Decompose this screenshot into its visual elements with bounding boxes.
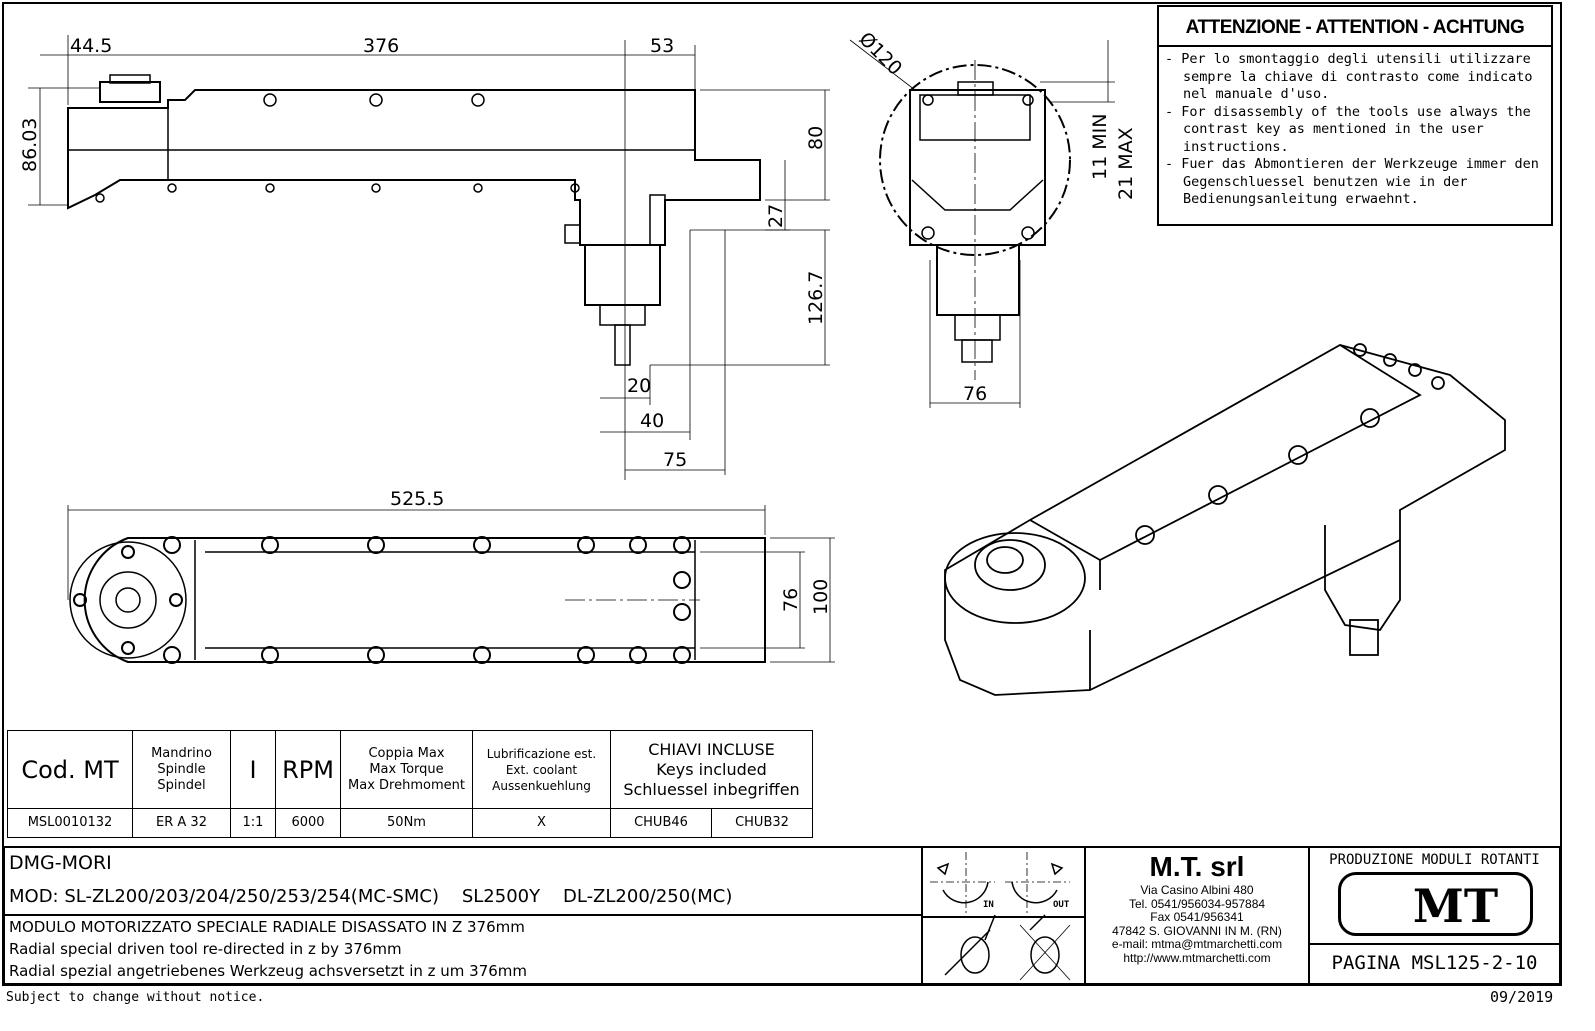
cell-spindle: ER A 32: [132, 808, 231, 838]
side-view: 44.5 376 53 86.03 80 27 126.7 20 40 75: [19, 35, 830, 480]
warning-line-de: - Fuer das Abmontieren der Werkzeuge imm…: [1165, 156, 1548, 207]
warning-line-en: - For disassembly of the tools use alway…: [1165, 103, 1539, 155]
header-keys-de: Schluessel inbegriffen: [623, 779, 800, 799]
cell-torque: 50Nm: [340, 808, 473, 838]
header-coolant-de: Aussenkuehlung: [492, 778, 591, 793]
cell-coolant: X: [472, 808, 611, 838]
description-en: Radial special driven tool re-directed i…: [9, 940, 402, 958]
dim-44-5: 44.5: [70, 35, 112, 57]
cell-key1: CHUB46: [610, 808, 712, 838]
rotation-in-label: IN: [983, 900, 994, 910]
dim-40: 40: [640, 410, 664, 432]
company-web: http://www.mtmarchetti.com: [1123, 950, 1271, 965]
company-fax: Fax 0541/956341: [1150, 910, 1244, 924]
header-spindle-de: Spindel: [157, 777, 206, 793]
company-info: M.T. srl Via Casino Albini 480 Tel. 0541…: [1084, 846, 1310, 985]
warning-line-it: - Per lo smontaggio degli utensili utili…: [1165, 51, 1541, 102]
dim-53: 53: [650, 35, 674, 57]
header-cod: Cod. MT: [7, 730, 133, 809]
dim-86-03: 86.03: [19, 118, 41, 172]
dim-75: 75: [663, 449, 687, 471]
header-coolant-en: Ext. coolant: [505, 762, 578, 777]
header-keys-it: CHIAVI INCLUSE: [648, 739, 775, 759]
company-name: M.T. srl: [1149, 851, 1245, 882]
dim-80: 80: [805, 126, 827, 150]
front-view: Ø120 11 MIN 21 MAX 76: [849, 28, 1137, 408]
dim-21-max: 21 MAX: [1115, 127, 1137, 200]
cell-cod: MSL0010132: [7, 808, 133, 838]
cell-ratio: 1:1: [230, 808, 276, 838]
top-view: 525.5 76 100: [67, 488, 835, 664]
header-rpm: RPM: [275, 730, 341, 809]
header-torque-en: Max Torque: [369, 761, 444, 777]
dim-376: 376: [363, 35, 399, 57]
warning-box: ATTENZIONE - ATTENTION - ACHTUNG - Per l…: [1157, 5, 1553, 226]
title-block-description: DMG-MORI MOD: SL-ZL200/203/204/250/253/2…: [3, 846, 923, 985]
production-panel: PRODUZIONE MODULI ROTANTI MT PAGINA MSL1…: [1308, 846, 1561, 985]
warning-title: ATTENZIONE - ATTENTION - ACHTUNG: [1159, 7, 1551, 47]
header-torque-de: Max Drehmoment: [348, 777, 465, 793]
production-label: PRODUZIONE MODULI ROTANTI: [1329, 852, 1540, 868]
company-tel: Tel. 0541/956034-957884: [1128, 896, 1266, 911]
dim-100: 100: [810, 579, 832, 615]
page-number: PAGINA MSL125-2-10: [1331, 952, 1538, 974]
isometric-view: [944, 343, 1506, 696]
description-de: Radial spezial angetriebenes Werkzeug ac…: [9, 962, 528, 980]
dim-76-top: 76: [780, 588, 802, 612]
dim-525-5: 525.5: [390, 488, 444, 510]
table-row: MSL0010132 ER A 32 1:1 6000 50Nm X CHUB4…: [7, 808, 813, 838]
dim-11-min: 11 MIN: [1089, 114, 1111, 180]
company-city: 47842 S. GIOVANNI IN M. (RN): [1112, 923, 1282, 938]
rotation-icons: [930, 852, 1071, 981]
machine-brand: DMG-MORI: [9, 852, 112, 874]
header-spindle-it: Mandrino: [151, 745, 212, 761]
description-it: MODULO MOTORIZZATO SPECIALE RADIALE DISA…: [9, 918, 525, 936]
rotation-out-label: OUT: [1053, 900, 1070, 910]
machine-models: MOD: SL-ZL200/203/204/250/253/254(MC-SMC…: [9, 886, 733, 907]
header-torque-it: Coppia Max: [368, 745, 445, 761]
cell-key2: CHUB32: [711, 808, 813, 838]
dim-76-front: 76: [963, 383, 987, 405]
company-email: e-mail: mtma@mtmarchetti.com: [1111, 937, 1283, 951]
header-spindle-en: Spindle: [157, 761, 206, 777]
revision-date: 09/2019: [1490, 988, 1554, 1006]
rotation-key-panel: IN OUT: [921, 846, 1086, 985]
header-ratio: I: [230, 730, 276, 809]
company-address: Via Casino Albini 480: [1140, 883, 1254, 897]
dim-diameter-120: Ø120: [854, 28, 906, 80]
sheet-frame: [2, 2, 1562, 986]
disclaimer: Subject to change without notice.: [6, 990, 265, 1005]
header-coolant-it: Lubrificazione est.: [486, 746, 597, 761]
dim-20: 20: [627, 375, 651, 397]
dim-27: 27: [765, 204, 787, 228]
cell-rpm: 6000: [275, 808, 341, 838]
dim-126-7: 126.7: [805, 271, 827, 325]
header-keys-en: Keys included: [656, 759, 767, 779]
mt-logo: MT: [1338, 872, 1533, 936]
